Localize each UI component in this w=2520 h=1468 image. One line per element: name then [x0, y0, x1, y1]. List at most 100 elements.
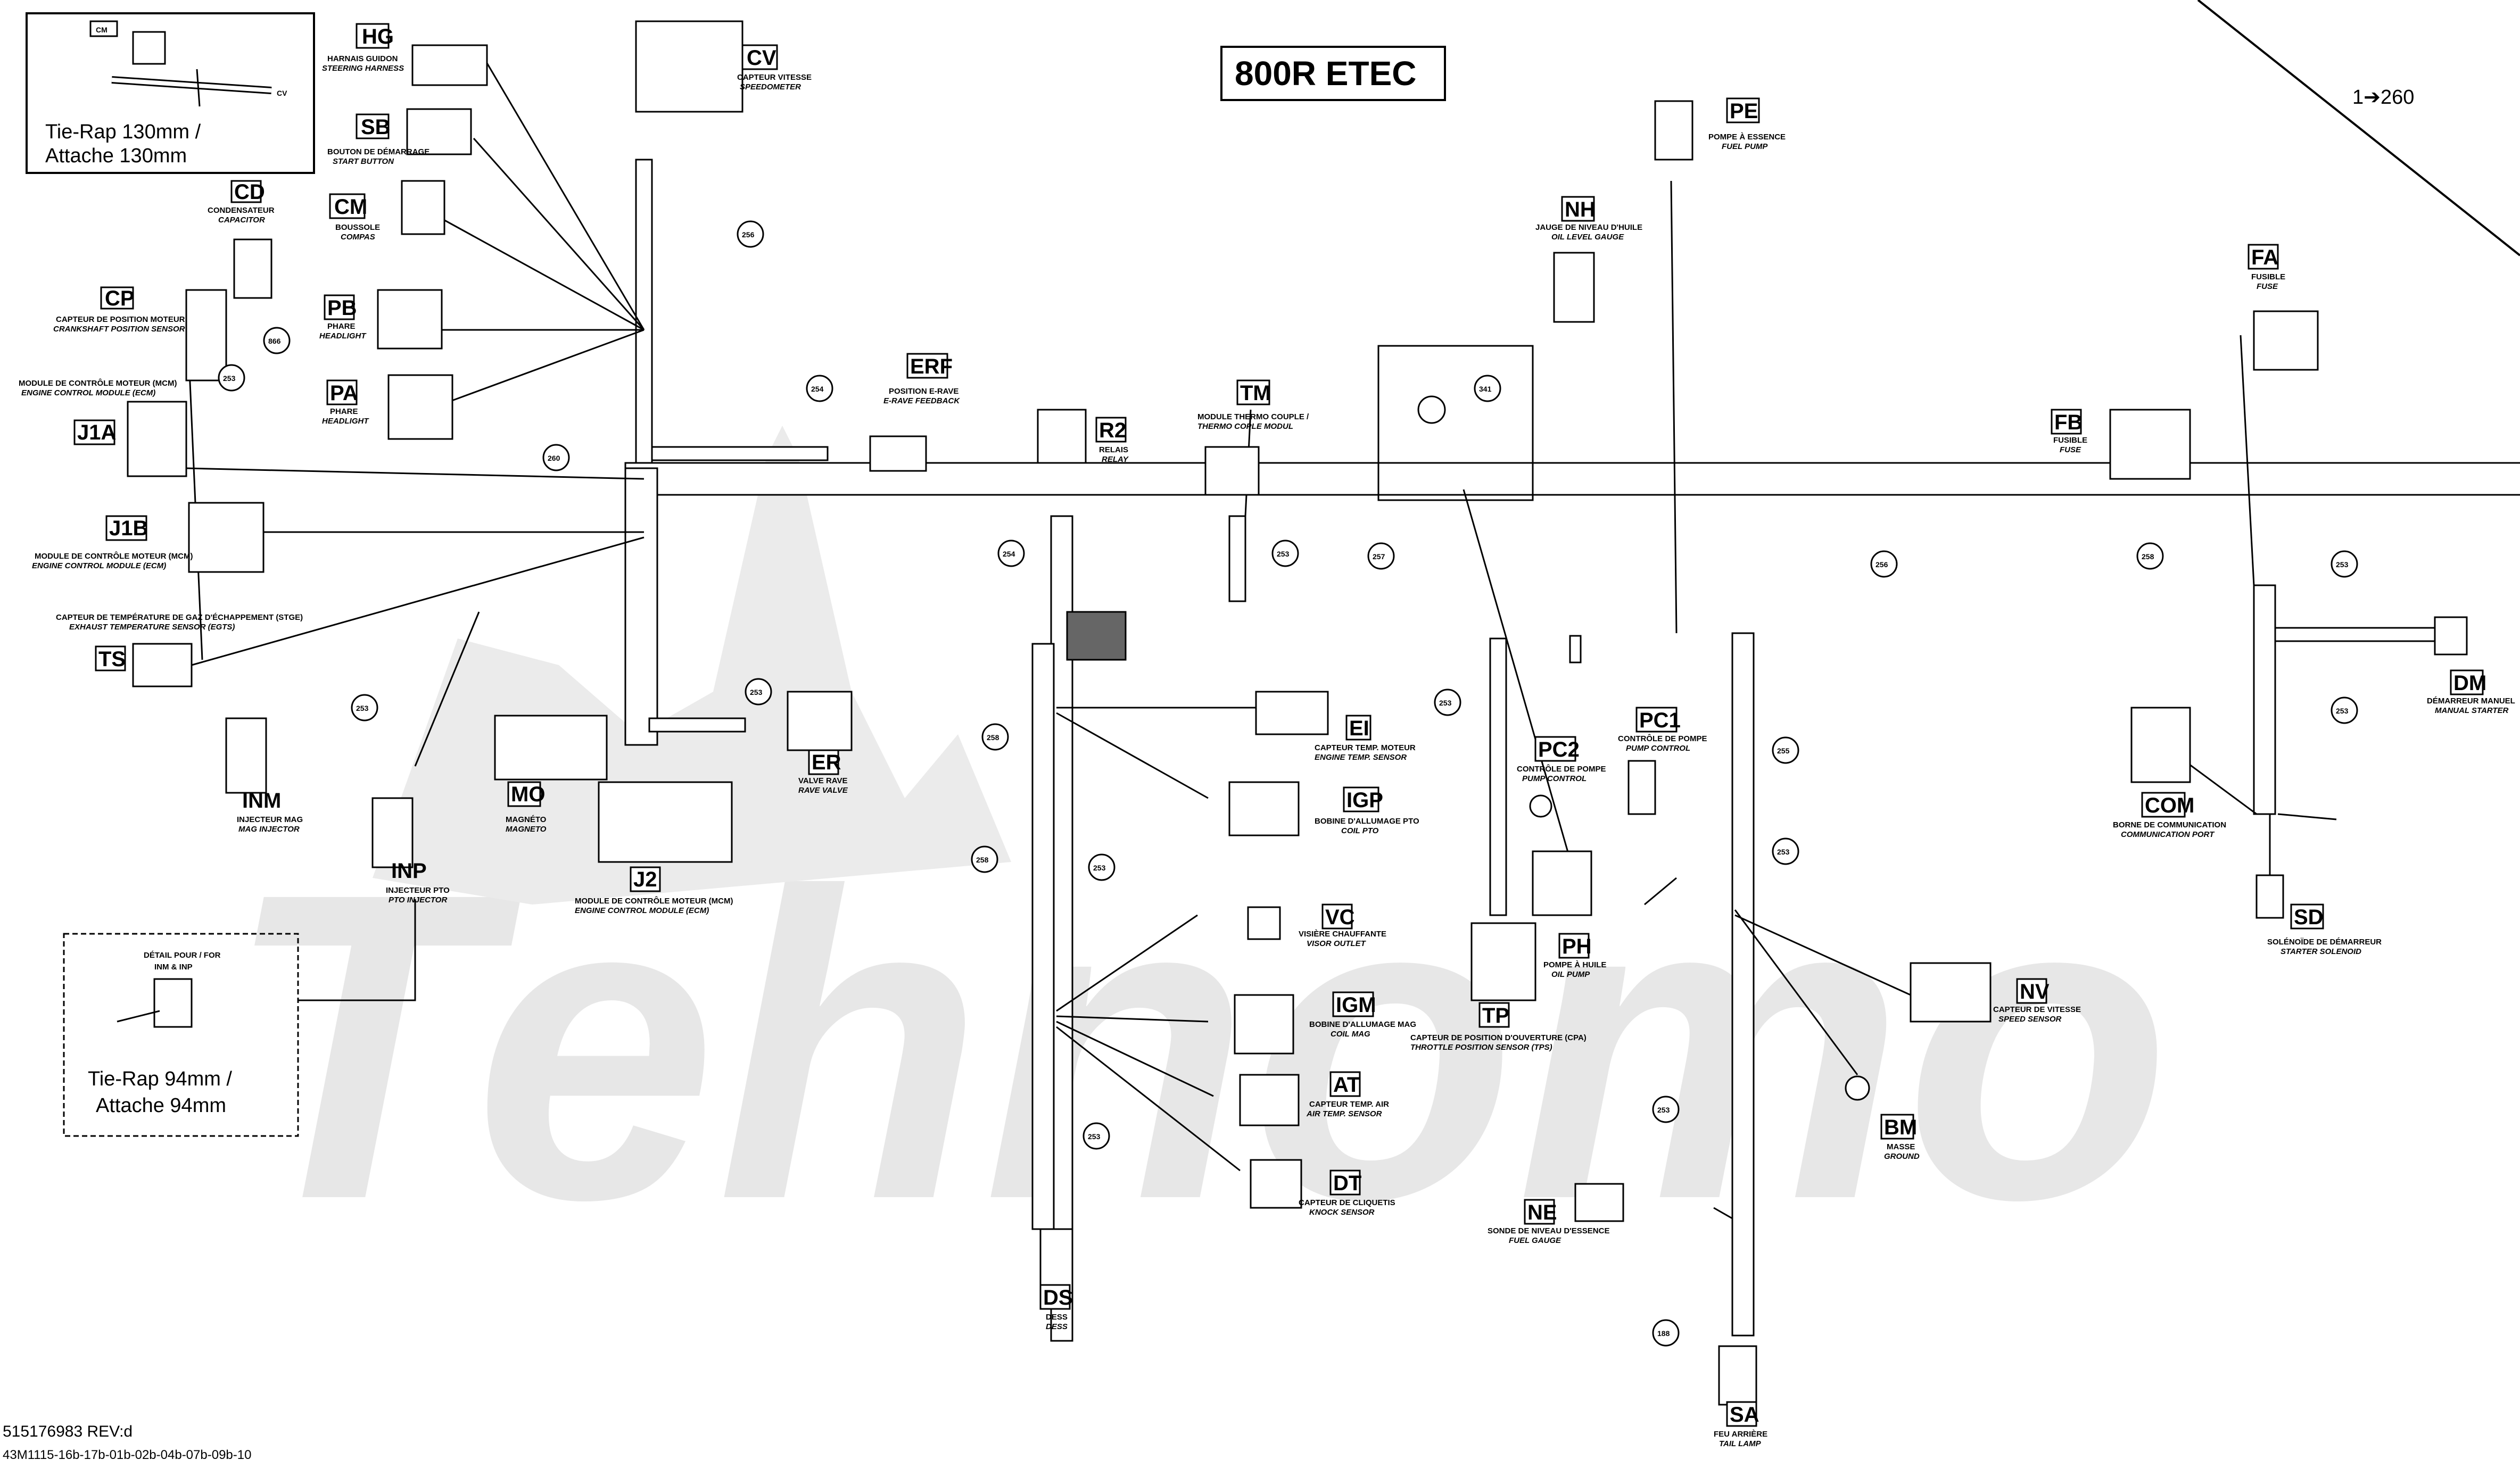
svg-text:IGM: IGM — [1336, 993, 1376, 1017]
j2-connector-icon — [598, 781, 733, 863]
svg-text:SPEEDOMETER: SPEEDOMETER — [740, 82, 801, 92]
detail-inm-box: DÉTAIL POUR / FOR INM & INP Tie-Rap 94mm… — [63, 899, 416, 1137]
pa-connector-icon — [387, 374, 453, 440]
vc-connector-icon — [1247, 906, 1281, 940]
svg-text:253: 253 — [1088, 1132, 1101, 1141]
ref-callout: 188 — [1652, 1319, 1680, 1347]
svg-text:MODULE DE CONTRÔLE MOTEUR (MCM: MODULE DE CONTRÔLE MOTEUR (MCM) — [19, 378, 177, 388]
svg-text:INM: INM — [242, 789, 281, 812]
bm-ring-icon — [1845, 1075, 1870, 1101]
svg-text:FUSIBLE: FUSIBLE — [2053, 436, 2087, 445]
svg-text:RAVE VALVE: RAVE VALVE — [798, 786, 848, 795]
svg-text:GROUND: GROUND — [1884, 1152, 1920, 1161]
svg-text:COM: COM — [2145, 794, 2194, 817]
inm-connector-icon — [225, 717, 267, 794]
fb-connector-icon — [2109, 409, 2191, 480]
label-J1A: MODULE DE CONTRÔLE MOTEUR (MCM)ENGINE CO… — [19, 378, 177, 445]
svg-text:260: 260 — [548, 454, 560, 462]
svg-text:MODULE DE CONTRÔLE MOTEUR (MCM: MODULE DE CONTRÔLE MOTEUR (MCM) — [575, 896, 733, 906]
detail-cv-tag: CV — [277, 89, 287, 97]
corner-ref-label: 1➔260 — [2352, 86, 2414, 109]
svg-text:THERMO COPLE MODUL: THERMO COPLE MODUL — [1197, 422, 1293, 431]
svg-text:FUSE: FUSE — [2060, 445, 2081, 454]
svg-text:ENGINE CONTROL MODULE (ECM): ENGINE CONTROL MODULE (ECM) — [575, 906, 709, 915]
svg-text:BM: BM — [1884, 1116, 1917, 1139]
svg-text:HG: HG — [362, 25, 394, 48]
svg-text:253: 253 — [2336, 707, 2349, 715]
svg-text:IGP: IGP — [1346, 789, 1383, 812]
svg-text:253: 253 — [1777, 848, 1790, 856]
cd-connector-icon — [233, 238, 272, 299]
ref-callout: 253 — [1083, 1122, 1110, 1150]
svg-text:TAIL LAMP: TAIL LAMP — [1719, 1439, 1762, 1448]
svg-text:PC2: PC2 — [1538, 738, 1580, 761]
svg-text:MODULE THERMO COUPLE /: MODULE THERMO COUPLE / — [1197, 412, 1309, 421]
dt-connector-icon — [1250, 1159, 1302, 1209]
svg-text:CAPTEUR DE TEMPÉRATURE DE GAZ: CAPTEUR DE TEMPÉRATURE DE GAZ D'ÉCHAPPEM… — [56, 613, 303, 622]
detail-inm-tiewrap2: Attache 94mm — [96, 1094, 226, 1117]
detail-inm-tiewrap: Tie-Rap 94mm / — [88, 1068, 232, 1090]
label-TS: CAPTEUR DE TEMPÉRATURE DE GAZ D'ÉCHAPPEM… — [56, 613, 303, 671]
svg-text:J2: J2 — [633, 868, 657, 891]
svg-text:NE: NE — [1527, 1201, 1557, 1224]
svg-text:HEADLIGHT: HEADLIGHT — [322, 417, 369, 426]
svg-text:CAPTEUR DE VITESSE: CAPTEUR DE VITESSE — [1993, 1005, 2081, 1014]
at-connector-icon — [1239, 1074, 1300, 1126]
sheet-code-label: 43M1115-16b-17b-01b-02b-04b-07b-09b-10 — [3, 1448, 251, 1462]
svg-text:254: 254 — [1003, 550, 1015, 558]
svg-text:NH: NH — [1565, 198, 1596, 221]
svg-text:256: 256 — [1875, 560, 1888, 569]
svg-text:DT: DT — [1333, 1172, 1361, 1195]
sb-connector-icon — [406, 108, 472, 155]
svg-text:MAGNÉTO: MAGNÉTO — [506, 815, 547, 824]
detail-inm-header2: INM & INP — [154, 963, 193, 972]
svg-text:DS: DS — [1043, 1286, 1073, 1309]
title-box: 800R ETEC — [1220, 46, 1446, 101]
ei-connector-icon — [1255, 691, 1329, 735]
svg-text:STEERING HARNESS: STEERING HARNESS — [322, 64, 404, 73]
svg-text:DM: DM — [2453, 671, 2486, 695]
ref-callout: 253 — [1772, 837, 1799, 865]
r2-connector-icon — [1037, 409, 1087, 464]
svg-text:EI: EI — [1349, 717, 1369, 740]
svg-text:253: 253 — [1093, 864, 1106, 872]
svg-text:BOBINE D'ALLUMAGE PTO: BOBINE D'ALLUMAGE PTO — [1315, 817, 1419, 826]
dm-connector-icon — [2434, 616, 2468, 656]
svg-text:258: 258 — [976, 856, 989, 864]
svg-text:PHARE: PHARE — [327, 322, 356, 331]
svg-text:253: 253 — [1657, 1106, 1670, 1114]
svg-text:253: 253 — [750, 688, 763, 696]
ref-callout: 253 — [1271, 540, 1299, 567]
svg-text:253: 253 — [356, 704, 369, 712]
svg-text:CAPTEUR DE CLIQUETIS: CAPTEUR DE CLIQUETIS — [1299, 1198, 1395, 1207]
svg-text:POMPE À HUILE: POMPE À HUILE — [1543, 960, 1606, 969]
svg-text:TM: TM — [1240, 381, 1271, 405]
svg-text:CRANKSHAFT POSITION SENSOR: CRANKSHAFT POSITION SENSOR — [53, 325, 185, 334]
svg-text:BOBINE D'ALLUMAGE MAG: BOBINE D'ALLUMAGE MAG — [1309, 1020, 1416, 1029]
erf-connector-icon — [869, 435, 927, 472]
svg-text:258: 258 — [987, 733, 999, 742]
detail-cm-tiewrap2: Attache 130mm — [45, 145, 187, 167]
svg-text:BOUTON DE DÉMARRAGE: BOUTON DE DÉMARRAGE — [327, 147, 429, 156]
ref-callout: 253 — [2331, 550, 2358, 578]
ref-callout: 253 — [745, 678, 772, 706]
sd-connector-icon — [2255, 874, 2284, 919]
